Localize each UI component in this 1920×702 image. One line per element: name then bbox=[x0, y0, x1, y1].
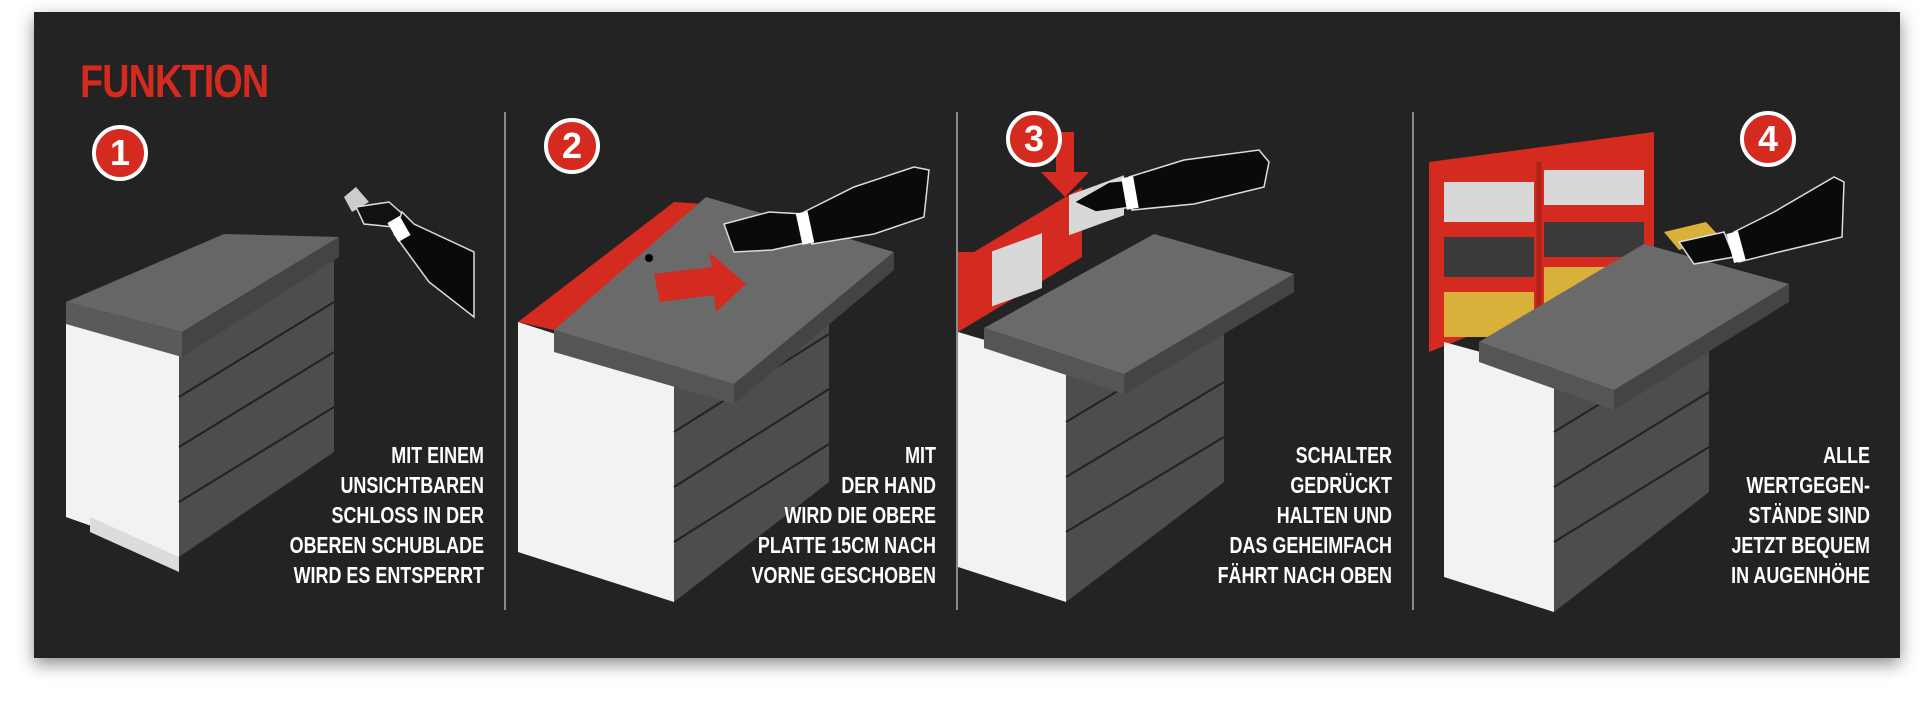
caption-line: STÄNDE SIND bbox=[1748, 502, 1870, 528]
caption-line: WIRD DIE OBERE bbox=[784, 502, 936, 528]
caption-line: MIT EINEM bbox=[391, 442, 484, 468]
caption-line: UNSICHTBAREN bbox=[340, 472, 484, 498]
caption-line: GEDRÜCKT bbox=[1290, 472, 1392, 498]
caption-line: DAS GEHEIMFACH bbox=[1229, 532, 1392, 558]
counter-closed-illustration bbox=[66, 234, 339, 572]
page-title: FUNKTION bbox=[80, 55, 269, 107]
pushing-hand-icon bbox=[723, 166, 930, 253]
caption-line: WIRD ES ENTSPERRT bbox=[293, 562, 484, 588]
caption-line: VORNE GESCHOBEN bbox=[751, 562, 936, 588]
step-3-caption: SCHALTER GEDRÜCKT HALTEN UND DAS GEHEIMF… bbox=[1111, 440, 1392, 590]
caption-line: OBEREN SCHUBLADE bbox=[289, 532, 484, 558]
divider-1 bbox=[504, 112, 506, 610]
step-4-badge: 4 bbox=[1740, 111, 1796, 167]
caption-line: SCHALTER bbox=[1295, 442, 1392, 468]
step-1-caption: MIT EINEM UNSICHTBAREN SCHLOSS IN DER OB… bbox=[203, 440, 484, 590]
caption-line: JETZT BEQUEM bbox=[1731, 532, 1870, 558]
counter-rising-illustration bbox=[958, 175, 1294, 602]
step-1-badge: 1 bbox=[92, 125, 148, 181]
caption-line: ALLE bbox=[1823, 442, 1870, 468]
counter-open-illustration bbox=[1429, 132, 1789, 612]
step-2-caption: MIT DER HAND WIRD DIE OBERE PLATTE 15CM … bbox=[655, 440, 936, 590]
hand-with-gold-bar-icon bbox=[1664, 176, 1845, 265]
caption-line: IN AUGENHÖHE bbox=[1731, 562, 1870, 588]
divider-2 bbox=[956, 112, 958, 610]
caption-line: HALTEN UND bbox=[1276, 502, 1392, 528]
instruction-panel: FUNKTION bbox=[34, 12, 1900, 658]
caption-line: FÄHRT NACH OBEN bbox=[1217, 562, 1392, 588]
caption-line: SCHLOSS IN DER bbox=[331, 502, 484, 528]
caption-line: MIT bbox=[905, 442, 936, 468]
pressing-hand-icon bbox=[1072, 149, 1270, 213]
down-arrow-icon bbox=[1041, 132, 1089, 197]
caption-line: DER HAND bbox=[841, 472, 936, 498]
illustrations bbox=[66, 132, 1845, 612]
caption-line: PLATTE 15CM NACH bbox=[757, 532, 936, 558]
step-3-badge: 3 bbox=[1006, 111, 1062, 167]
step-4-caption: ALLE WERTGEGEN- STÄNDE SIND JETZT BEQUEM… bbox=[1589, 440, 1870, 590]
counter-sliding-illustration bbox=[518, 197, 894, 602]
caption-line: WERTGEGEN- bbox=[1746, 472, 1870, 498]
hand-with-key-icon bbox=[344, 187, 475, 319]
divider-3 bbox=[1412, 112, 1414, 610]
step-2-badge: 2 bbox=[544, 118, 600, 174]
